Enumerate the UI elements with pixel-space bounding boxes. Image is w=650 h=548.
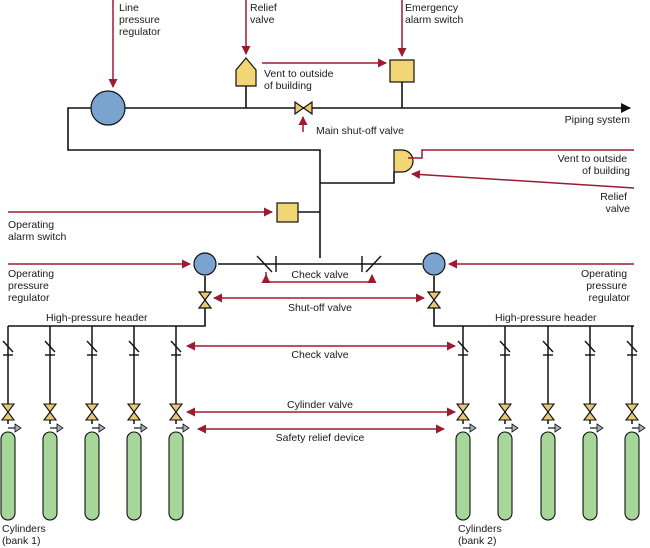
safety-relief-device-icon [140, 423, 148, 433]
safety-relief-device-icon [14, 423, 22, 433]
check-valve-center-left-icon [256, 255, 277, 273]
check-valve-icon [86, 340, 98, 353]
piping-system-label: Piping system [565, 114, 631, 126]
operating-alarm-switch-label: Operating alarm switch [8, 219, 67, 243]
operating-pressure-regulator-left-label: Operating pressure regulator [8, 268, 57, 304]
vent-right-label: Vent to outside of building [558, 153, 631, 177]
cylinder-bank-1 [0, 326, 190, 521]
gas-cylinder-icon [0, 431, 16, 521]
check-valve-icon [626, 340, 638, 353]
safety-relief-device-icon [182, 423, 190, 433]
gas-cylinder-icon [84, 431, 100, 521]
safety-relief-device-icon [554, 423, 562, 433]
cylinder-valve-icon [84, 403, 100, 421]
cylinder-drop [126, 326, 148, 521]
cylinder-drop [497, 326, 519, 521]
high-pressure-header-left-label: High-pressure header [46, 312, 148, 324]
shutoff-valve-right-icon [426, 291, 442, 309]
cylinder-valve-label: Cylinder valve [287, 399, 353, 411]
cylinder-valve-icon [126, 403, 142, 421]
gas-cylinder-icon [455, 431, 471, 521]
cylinder-drop [455, 326, 477, 521]
gas-cylinder-icon [42, 431, 58, 521]
safety-relief-device-icon [98, 423, 106, 433]
gas-cylinder-icon [540, 431, 556, 521]
cylinder-drop [0, 326, 22, 521]
main-shutoff-valve-icon [294, 100, 313, 116]
relief-valve-right-label: Relief valve [600, 191, 630, 215]
operating-alarm-switch-icon [276, 202, 299, 223]
gas-cylinder-icon [582, 431, 598, 521]
check-valve-icon [542, 340, 554, 353]
operating-pressure-regulator-left-icon [193, 252, 217, 276]
cylinder-valve-icon [168, 403, 184, 421]
gas-cylinder-icon [126, 431, 142, 521]
operating-pressure-regulator-right-label: Operating pressure regulator [581, 268, 631, 304]
safety-relief-device-icon [511, 423, 519, 433]
check-valve-icon [2, 340, 14, 353]
check-valve-icon [128, 340, 140, 353]
cylinder-valve-icon [582, 403, 598, 421]
cylinder-drop [582, 326, 604, 521]
safety-relief-device-label: Safety relief device [276, 432, 365, 444]
shutoff-valve-label: Shut-off valve [288, 302, 352, 314]
check-valve-icon [499, 340, 511, 353]
check-valve-icon [170, 340, 182, 353]
cylinder-drop [168, 326, 190, 521]
safety-relief-device-icon [596, 423, 604, 433]
line-pressure-regulator-icon [90, 90, 126, 126]
relief-valve-top-label: Relief valve [250, 2, 280, 26]
check-valve-icon [44, 340, 56, 353]
pointer-arrows [8, 0, 635, 434]
gas-cylinder-icon [497, 431, 513, 521]
cylinder-bank-2 [455, 326, 646, 521]
high-pressure-header-right-label: High-pressure header [495, 312, 597, 324]
check-valve-cylinders-label: Check valve [291, 349, 348, 361]
cylinder-valve-icon [42, 403, 58, 421]
line-pressure-regulator-label: Line pressure regulator [119, 2, 163, 38]
safety-relief-device-icon [638, 423, 646, 433]
shutoff-valve-left-icon [197, 291, 213, 309]
check-valve-center-label: Check valve [291, 269, 348, 281]
cylinder-drop [42, 326, 64, 521]
emergency-alarm-switch-label: Emergency alarm switch [405, 2, 464, 26]
cylinder-valve-icon [497, 403, 513, 421]
gas-cylinder-icon [168, 431, 184, 521]
piping [8, 82, 634, 327]
vent-top-label: Vent to outside of building [264, 68, 336, 92]
cylinder-valve-icon [0, 403, 16, 421]
cylinder-valve-icon [540, 403, 556, 421]
cylinder-valve-icon [455, 403, 471, 421]
gas-cylinder-icon [624, 431, 640, 521]
safety-relief-device-icon [56, 423, 64, 433]
relief-valve-top-icon [235, 57, 257, 87]
cylinder-drop [624, 326, 646, 521]
main-shutoff-valve-label: Main shut-off valve [316, 125, 404, 137]
cylinder-drop [540, 326, 562, 521]
relief-valve-right-icon [393, 149, 414, 173]
cylinder-valve-icon [624, 403, 640, 421]
emergency-alarm-switch-icon [389, 59, 415, 83]
check-valve-center-right-icon [361, 255, 382, 273]
safety-relief-device-icon [469, 423, 477, 433]
check-valve-icon [584, 340, 596, 353]
check-valve-icon [457, 340, 469, 353]
cylinders-bank1-label: Cylinders (bank 1) [2, 523, 49, 547]
cylinders-bank2-label: Cylinders (bank 2) [458, 523, 505, 547]
operating-pressure-regulator-right-icon [422, 252, 446, 276]
cylinder-drop [84, 326, 106, 521]
